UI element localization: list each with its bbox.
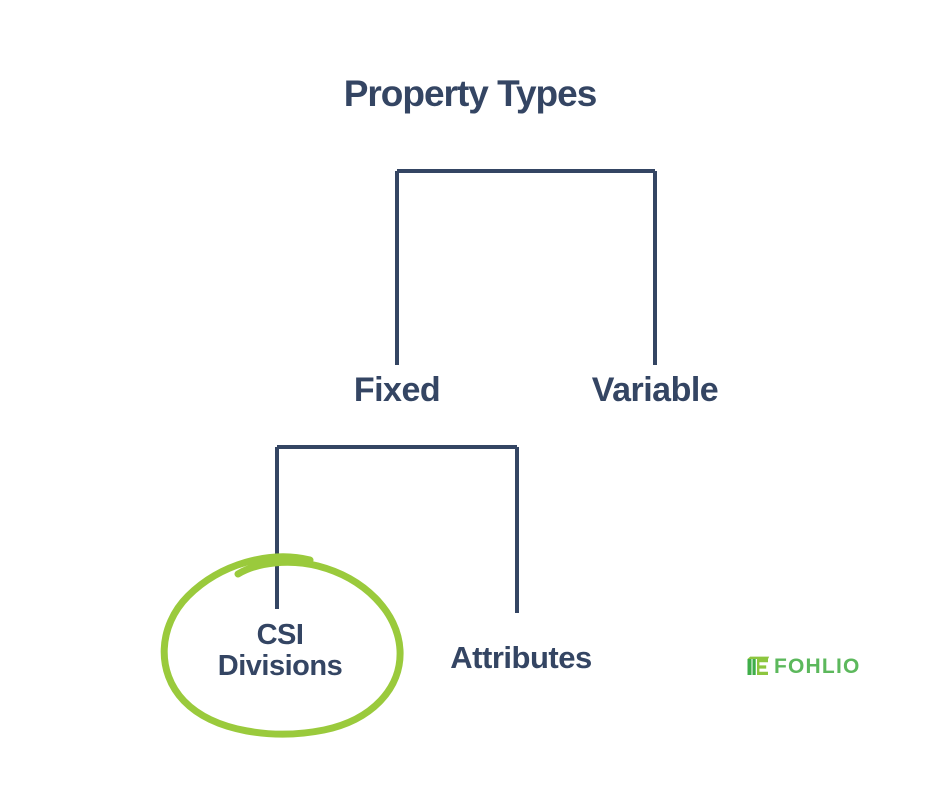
- connector-top-svg: [395, 169, 657, 365]
- bracket-path: [275, 445, 519, 613]
- node-csi-divisions-line2: Divisions: [217, 650, 343, 683]
- node-variable: Variable: [591, 371, 719, 409]
- node-csi-divisions-line1: CSI: [256, 619, 304, 651]
- csi-divisions-highlight-annotation: [150, 538, 416, 743]
- highlight-ellipse-svg: [160, 553, 404, 738]
- fohlio-layers-mark-icon: [747, 656, 770, 675]
- connector-fixed-to-children: [270, 441, 525, 621]
- node-attributes: Attributes: [450, 640, 592, 675]
- page-title: Property Types: [343, 73, 598, 114]
- bracket-path: [395, 169, 657, 365]
- connector-root-to-children: [390, 165, 665, 380]
- fohlio-wordmark: FOHLIO: [774, 655, 861, 678]
- ellipse-stroke: [160, 553, 404, 738]
- node-csi-divisions: CSI Divisions: [180, 619, 380, 683]
- node-fixed: Fixed: [353, 371, 441, 409]
- mark-shapes: [747, 656, 770, 675]
- connector-bottom-svg: [275, 445, 519, 613]
- fohlio-logo: FOHLIO: [746, 655, 861, 679]
